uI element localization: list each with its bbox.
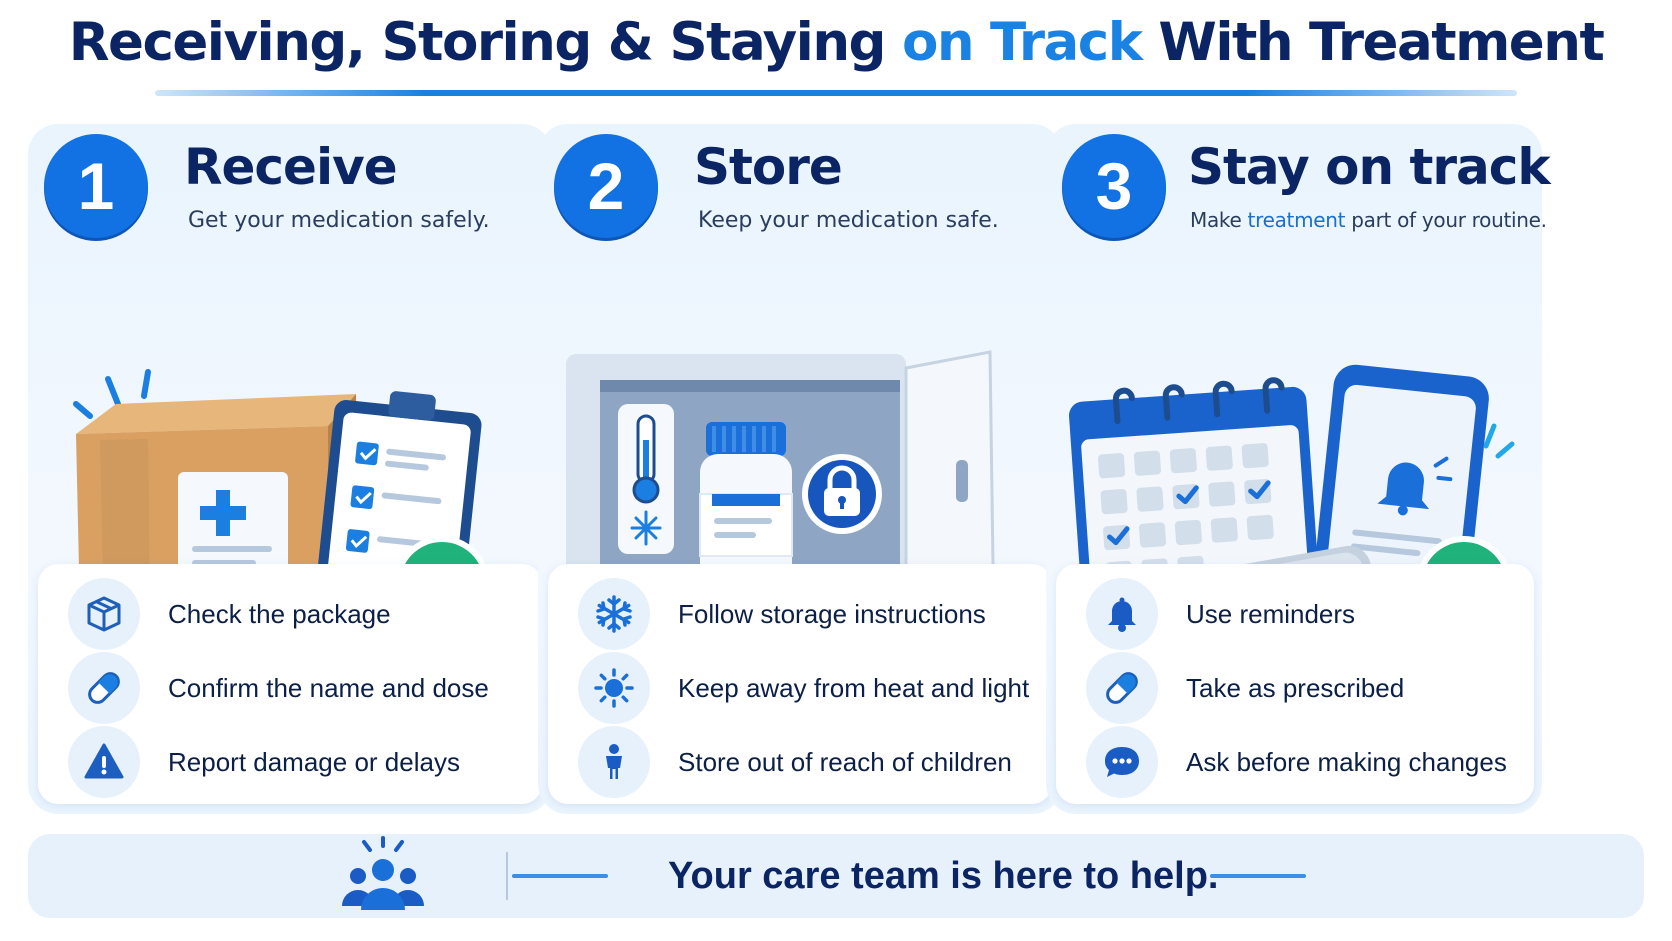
receive-checklist: Check the package Confirm the name and d… bbox=[38, 564, 542, 804]
package-icon bbox=[68, 578, 140, 650]
page-title: Receiving, Storing & Staying on Track Wi… bbox=[0, 12, 1672, 73]
footer-message: Your care team is here to help. bbox=[668, 855, 1219, 897]
lock-icon bbox=[802, 454, 882, 534]
list-item: Store out of reach of children bbox=[548, 726, 1052, 798]
step-number-badge: 1 bbox=[44, 134, 148, 238]
list-item: Use reminders bbox=[1056, 578, 1534, 650]
list-item: Ask before making changes bbox=[1056, 726, 1534, 798]
title-accent: on Track bbox=[901, 12, 1143, 73]
chat-icon bbox=[1086, 726, 1158, 798]
step-card-receive: 1 Receive Get your medication safely. bbox=[28, 124, 552, 814]
stay-on-track-checklist: Use reminders Take as prescribed Ask bef… bbox=[1056, 564, 1534, 804]
footer-line-right bbox=[1210, 874, 1306, 878]
footer-line-left bbox=[512, 874, 608, 878]
list-item-label: Store out of reach of children bbox=[678, 747, 1012, 777]
child-icon bbox=[578, 726, 650, 798]
list-item-label: Report damage or delays bbox=[168, 747, 460, 777]
bell-icon bbox=[1086, 578, 1158, 650]
list-item-label: Check the package bbox=[168, 599, 391, 629]
list-item-label: Ask before making changes bbox=[1186, 747, 1507, 777]
step-subtitle: Keep your medication safe. bbox=[698, 208, 999, 233]
footer-divider bbox=[506, 852, 508, 900]
list-item: Take as prescribed bbox=[1056, 652, 1534, 724]
list-item: Confirm the name and dose bbox=[38, 652, 542, 724]
snowflake-icon bbox=[578, 578, 650, 650]
list-item-label: Take as prescribed bbox=[1186, 673, 1405, 703]
list-item: Check the package bbox=[38, 578, 542, 650]
list-item: Follow storage instructions bbox=[548, 578, 1052, 650]
list-item: Report damage or delays bbox=[38, 726, 542, 798]
sparkle-icon bbox=[73, 369, 151, 419]
store-checklist: Follow storage instructions Keep away fr… bbox=[548, 564, 1052, 804]
title-divider bbox=[155, 90, 1517, 96]
step-title: Store bbox=[694, 138, 843, 196]
thermometer-icon bbox=[618, 404, 674, 554]
title-part-2: With Treatment bbox=[1141, 12, 1604, 73]
step-subtitle: Get your medication safely. bbox=[188, 208, 490, 233]
sun-icon bbox=[578, 652, 650, 724]
step-card-store: 2 Store Keep your medication safe. bbox=[538, 124, 1062, 814]
care-team-icon bbox=[342, 836, 424, 910]
list-item-label: Confirm the name and dose bbox=[168, 673, 489, 703]
list-item: Keep away from heat and light bbox=[548, 652, 1052, 724]
step-number-badge: 3 bbox=[1062, 134, 1166, 238]
step-number-badge: 2 bbox=[554, 134, 658, 238]
step-subtitle: Make treatment part of your routine. bbox=[1190, 208, 1547, 232]
footer-banner: Your care team is here to help. bbox=[28, 834, 1644, 918]
list-item-label: Keep away from heat and light bbox=[678, 673, 1030, 703]
list-item-label: Use reminders bbox=[1186, 599, 1356, 629]
pill-icon bbox=[68, 652, 140, 724]
title-part-1: Receiving, Storing & Staying bbox=[68, 12, 902, 73]
step-card-stay-on-track: 3 Stay on track Make treatment part of y… bbox=[1046, 124, 1551, 814]
step-title: Receive bbox=[184, 138, 398, 196]
pill-icon bbox=[1086, 652, 1158, 724]
list-item-label: Follow storage instructions bbox=[678, 599, 986, 629]
step-title: Stay on track bbox=[1188, 138, 1551, 196]
warning-icon bbox=[68, 726, 140, 798]
medicine-bottle-icon bbox=[699, 422, 793, 590]
